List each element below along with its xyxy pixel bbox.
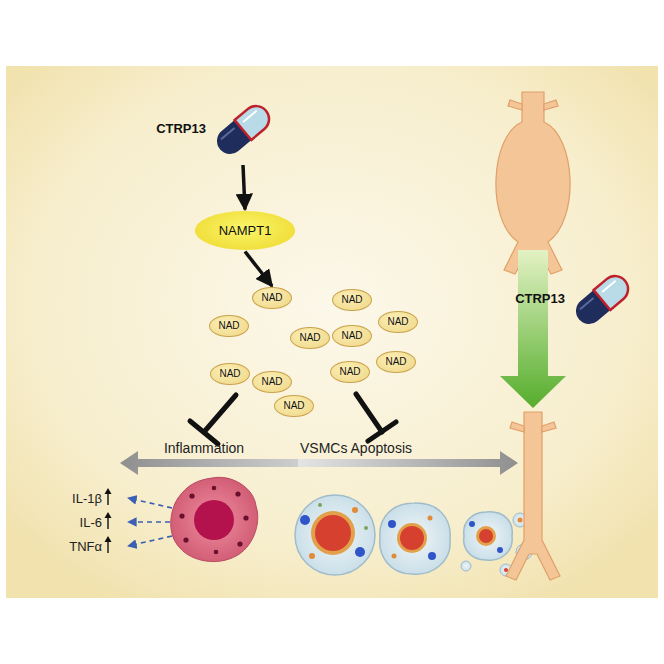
aneurysm-aorta <box>496 92 570 274</box>
treatment-arrow <box>500 250 566 408</box>
cytokine-label: IL-6 <box>80 515 102 530</box>
molecule-name: NAD <box>218 320 239 331</box>
nad-molecule: NAD <box>330 361 369 383</box>
activation-arrow <box>243 165 245 210</box>
vsmc-shrinking <box>380 503 450 574</box>
molecule-name: NAD <box>341 330 362 341</box>
drug-capsule: CTRP13 <box>567 267 637 333</box>
normal-aorta <box>506 412 560 580</box>
activation-arrow <box>245 252 272 287</box>
background-panel <box>6 66 658 598</box>
drug-name: CTRP13 <box>515 291 565 306</box>
inhibition-lines <box>190 394 396 444</box>
enzyme-ellipse: NAMPT1 <box>195 211 296 250</box>
capsule-icon <box>567 267 637 333</box>
molecule-name: NAD <box>261 376 282 387</box>
molecule-name: NAD <box>339 366 360 377</box>
nad-molecule: NAD <box>210 363 249 385</box>
nad-molecule: NAD <box>274 395 313 417</box>
molecule-name: NAD <box>219 368 240 379</box>
drug-capsule: CTRP13 <box>208 97 278 163</box>
molecule-name: NAD <box>283 400 304 411</box>
molecule-name: NAD <box>385 356 406 367</box>
drug-name: CTRP13 <box>156 121 206 136</box>
cytokine-label: IL-1β <box>72 491 102 506</box>
nad-molecule: NAD <box>378 311 417 333</box>
molecule-name: NAD <box>261 292 282 303</box>
enzyme-name: NAMPT1 <box>219 223 272 238</box>
nad-molecule: NAD <box>209 315 248 337</box>
macrophage-cell <box>171 477 258 561</box>
capsule-icon <box>208 97 278 163</box>
nad-molecule: NAD <box>252 287 291 309</box>
nad-molecule: NAD <box>376 351 415 373</box>
molecule-name: NAD <box>341 294 362 305</box>
increase-arrows <box>105 488 112 553</box>
molecule-name: NAD <box>299 332 320 343</box>
process-label: Inflammation <box>164 440 244 456</box>
cytokine-label: TNFα <box>69 539 102 554</box>
nad-molecule: NAD <box>332 289 371 311</box>
molecule-name: NAD <box>387 316 408 327</box>
nad-molecule: NAD <box>290 327 329 349</box>
process-label: VSMCs Apoptosis <box>300 440 412 456</box>
nad-molecule: NAD <box>332 325 371 347</box>
nad-molecule: NAD <box>252 371 291 393</box>
secretion-arrows <box>128 498 172 546</box>
vsmc-healthy <box>295 495 375 575</box>
